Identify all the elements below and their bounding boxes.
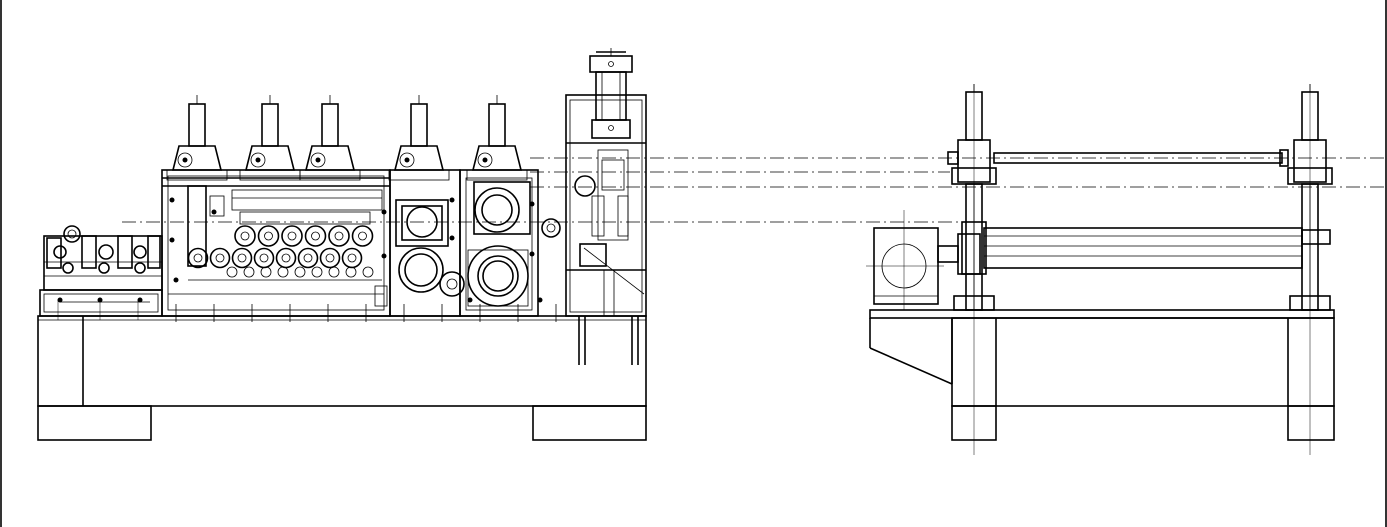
bolt [529, 201, 535, 207]
shear-frame [541, 94, 647, 365]
backup-roll [243, 266, 255, 278]
upper-roll [304, 225, 327, 247]
backup-roll [277, 266, 289, 278]
bolt [449, 197, 455, 203]
lower-roll [209, 247, 231, 269]
lower-roll [319, 247, 341, 269]
side-roll [961, 221, 1331, 275]
front-base [37, 315, 647, 441]
jack-cylinder [466, 95, 528, 181]
jack-cylinder [388, 95, 450, 181]
jack-cylinder [299, 95, 361, 181]
entry-roll-stand [39, 225, 163, 317]
backup-roll [260, 266, 272, 278]
backup-roll [328, 266, 340, 278]
bolt [173, 277, 179, 283]
pinch-roll-housing [389, 169, 539, 317]
frame-bolts [57, 197, 557, 322]
lower-roll [187, 247, 209, 269]
backup-roll [226, 266, 238, 278]
lower-roll [231, 247, 253, 269]
backup-roll [345, 266, 357, 278]
bolt [211, 209, 217, 215]
backup-roll [311, 266, 323, 278]
front-view [37, 48, 647, 441]
front-center-ticks [57, 300, 139, 320]
upper-roll [234, 225, 256, 247]
side-left-column [951, 84, 997, 455]
bolt [169, 237, 175, 243]
upper-roll [351, 225, 374, 247]
bolt [467, 297, 473, 303]
bolt [57, 297, 63, 303]
upper-roll [328, 225, 350, 247]
backup-roll [294, 266, 306, 278]
side-view [866, 84, 1335, 455]
upper-work-rolls [234, 225, 374, 247]
jack-cylinder [239, 95, 301, 181]
lower-roll [341, 247, 363, 269]
bolt [381, 209, 387, 215]
shear-top-cylinder [589, 48, 633, 139]
backup-roll [362, 266, 374, 278]
jack-cylinder [166, 95, 228, 181]
drive-motor [866, 210, 981, 310]
lower-roll [275, 247, 297, 269]
bolt [169, 197, 175, 203]
bolt [137, 297, 143, 303]
bolt [529, 251, 535, 257]
side-base [869, 309, 1335, 441]
upper-roll [257, 225, 280, 247]
lower-work-rolls [187, 247, 374, 278]
pass-lines [122, 157, 1387, 223]
lower-roll [297, 247, 319, 269]
leveler-housing [161, 169, 391, 317]
bolt [381, 253, 387, 259]
front-jack-cylinders [166, 95, 528, 181]
side-right-column [1287, 84, 1333, 455]
upper-roll [281, 225, 303, 247]
lower-roll [253, 247, 275, 269]
bolt [449, 235, 455, 241]
bolt [537, 297, 543, 303]
